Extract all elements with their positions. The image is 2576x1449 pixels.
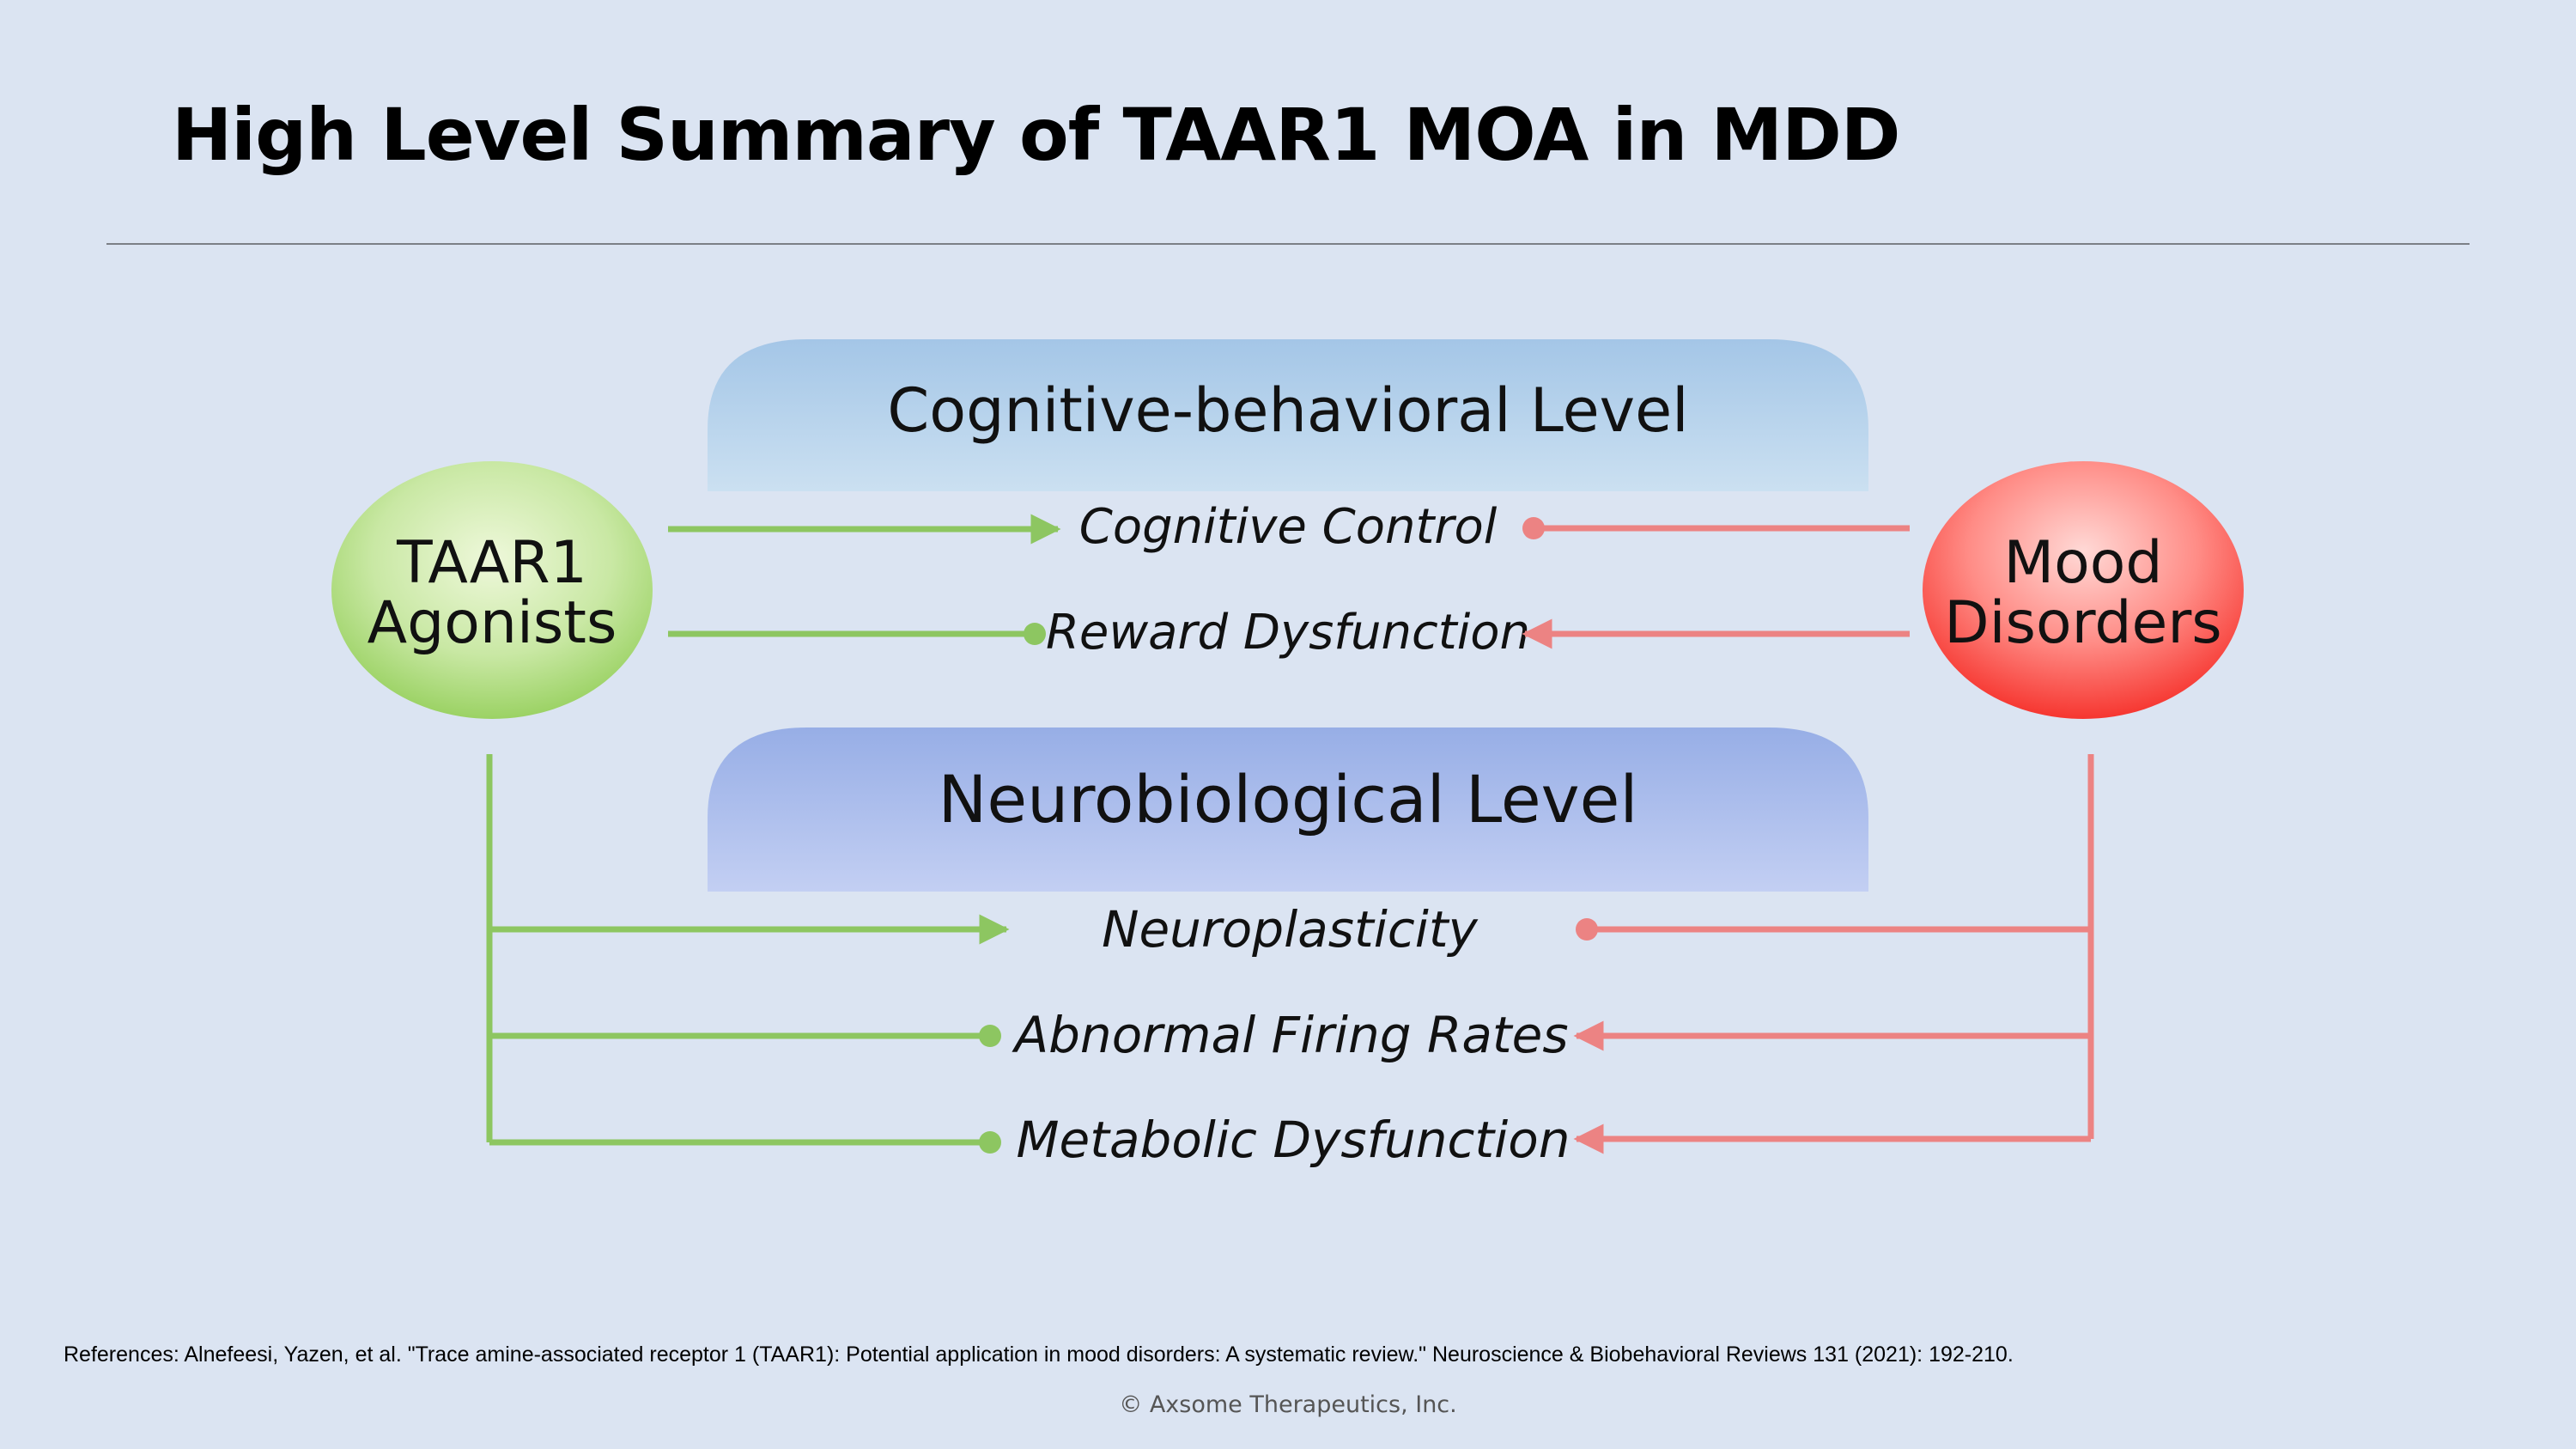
item-cognitive-control: Cognitive Control <box>1079 499 1498 555</box>
item-metabolic-dysfunction: Metabolic Dysfunction <box>1017 1111 1571 1169</box>
agonist-dot-firing-rates <box>979 1025 1001 1047</box>
page-title: High Level Summary of TAAR1 MOA in MDD <box>172 93 1901 177</box>
taar1-agonists-node: TAAR1 Agonists <box>331 461 653 719</box>
disorder-dot-cognitive-control <box>1522 517 1545 539</box>
taar1-agonists-label-line1: TAAR1 <box>396 529 587 597</box>
neurobiological-level-label: Neurobiological Level <box>939 761 1638 837</box>
agonist-dot-ends <box>979 623 1046 1154</box>
item-abnormal-firing-rates: Abnormal Firing Rates <box>1011 1006 1568 1064</box>
mood-disorders-label-line1: Mood <box>2003 529 2162 597</box>
references-text: References: Alnefeesi, Yazen, et al. "Tr… <box>64 1342 2014 1367</box>
neurobiological-level-band: Neurobiological Level <box>708 728 1868 892</box>
cognitive-level-band: Cognitive-behavioral Level <box>708 339 1868 491</box>
agonist-dot-metabolic <box>979 1131 1001 1154</box>
taar1-agonists-label-line2: Agonists <box>368 589 617 657</box>
mood-disorders-label-line2: Disorders <box>1944 589 2221 657</box>
disorder-dot-neuroplasticity <box>1576 918 1598 941</box>
disorder-dot-ends <box>1522 517 1598 941</box>
item-neuroplasticity: Neuroplasticity <box>1102 900 1478 959</box>
agonist-connectors <box>486 514 1061 1146</box>
mood-disorders-node: Mood Disorders <box>1923 461 2244 719</box>
title-divider <box>106 243 2470 245</box>
cognitive-level-label: Cognitive-behavioral Level <box>887 375 1688 446</box>
item-reward-dysfunction: Reward Dysfunction <box>1046 605 1530 661</box>
copyright-text: © Axsome Therapeutics, Inc. <box>1119 1391 1457 1418</box>
disorder-connectors <box>1522 525 2094 1154</box>
agonist-dot-reward-dysfunction <box>1024 623 1046 645</box>
